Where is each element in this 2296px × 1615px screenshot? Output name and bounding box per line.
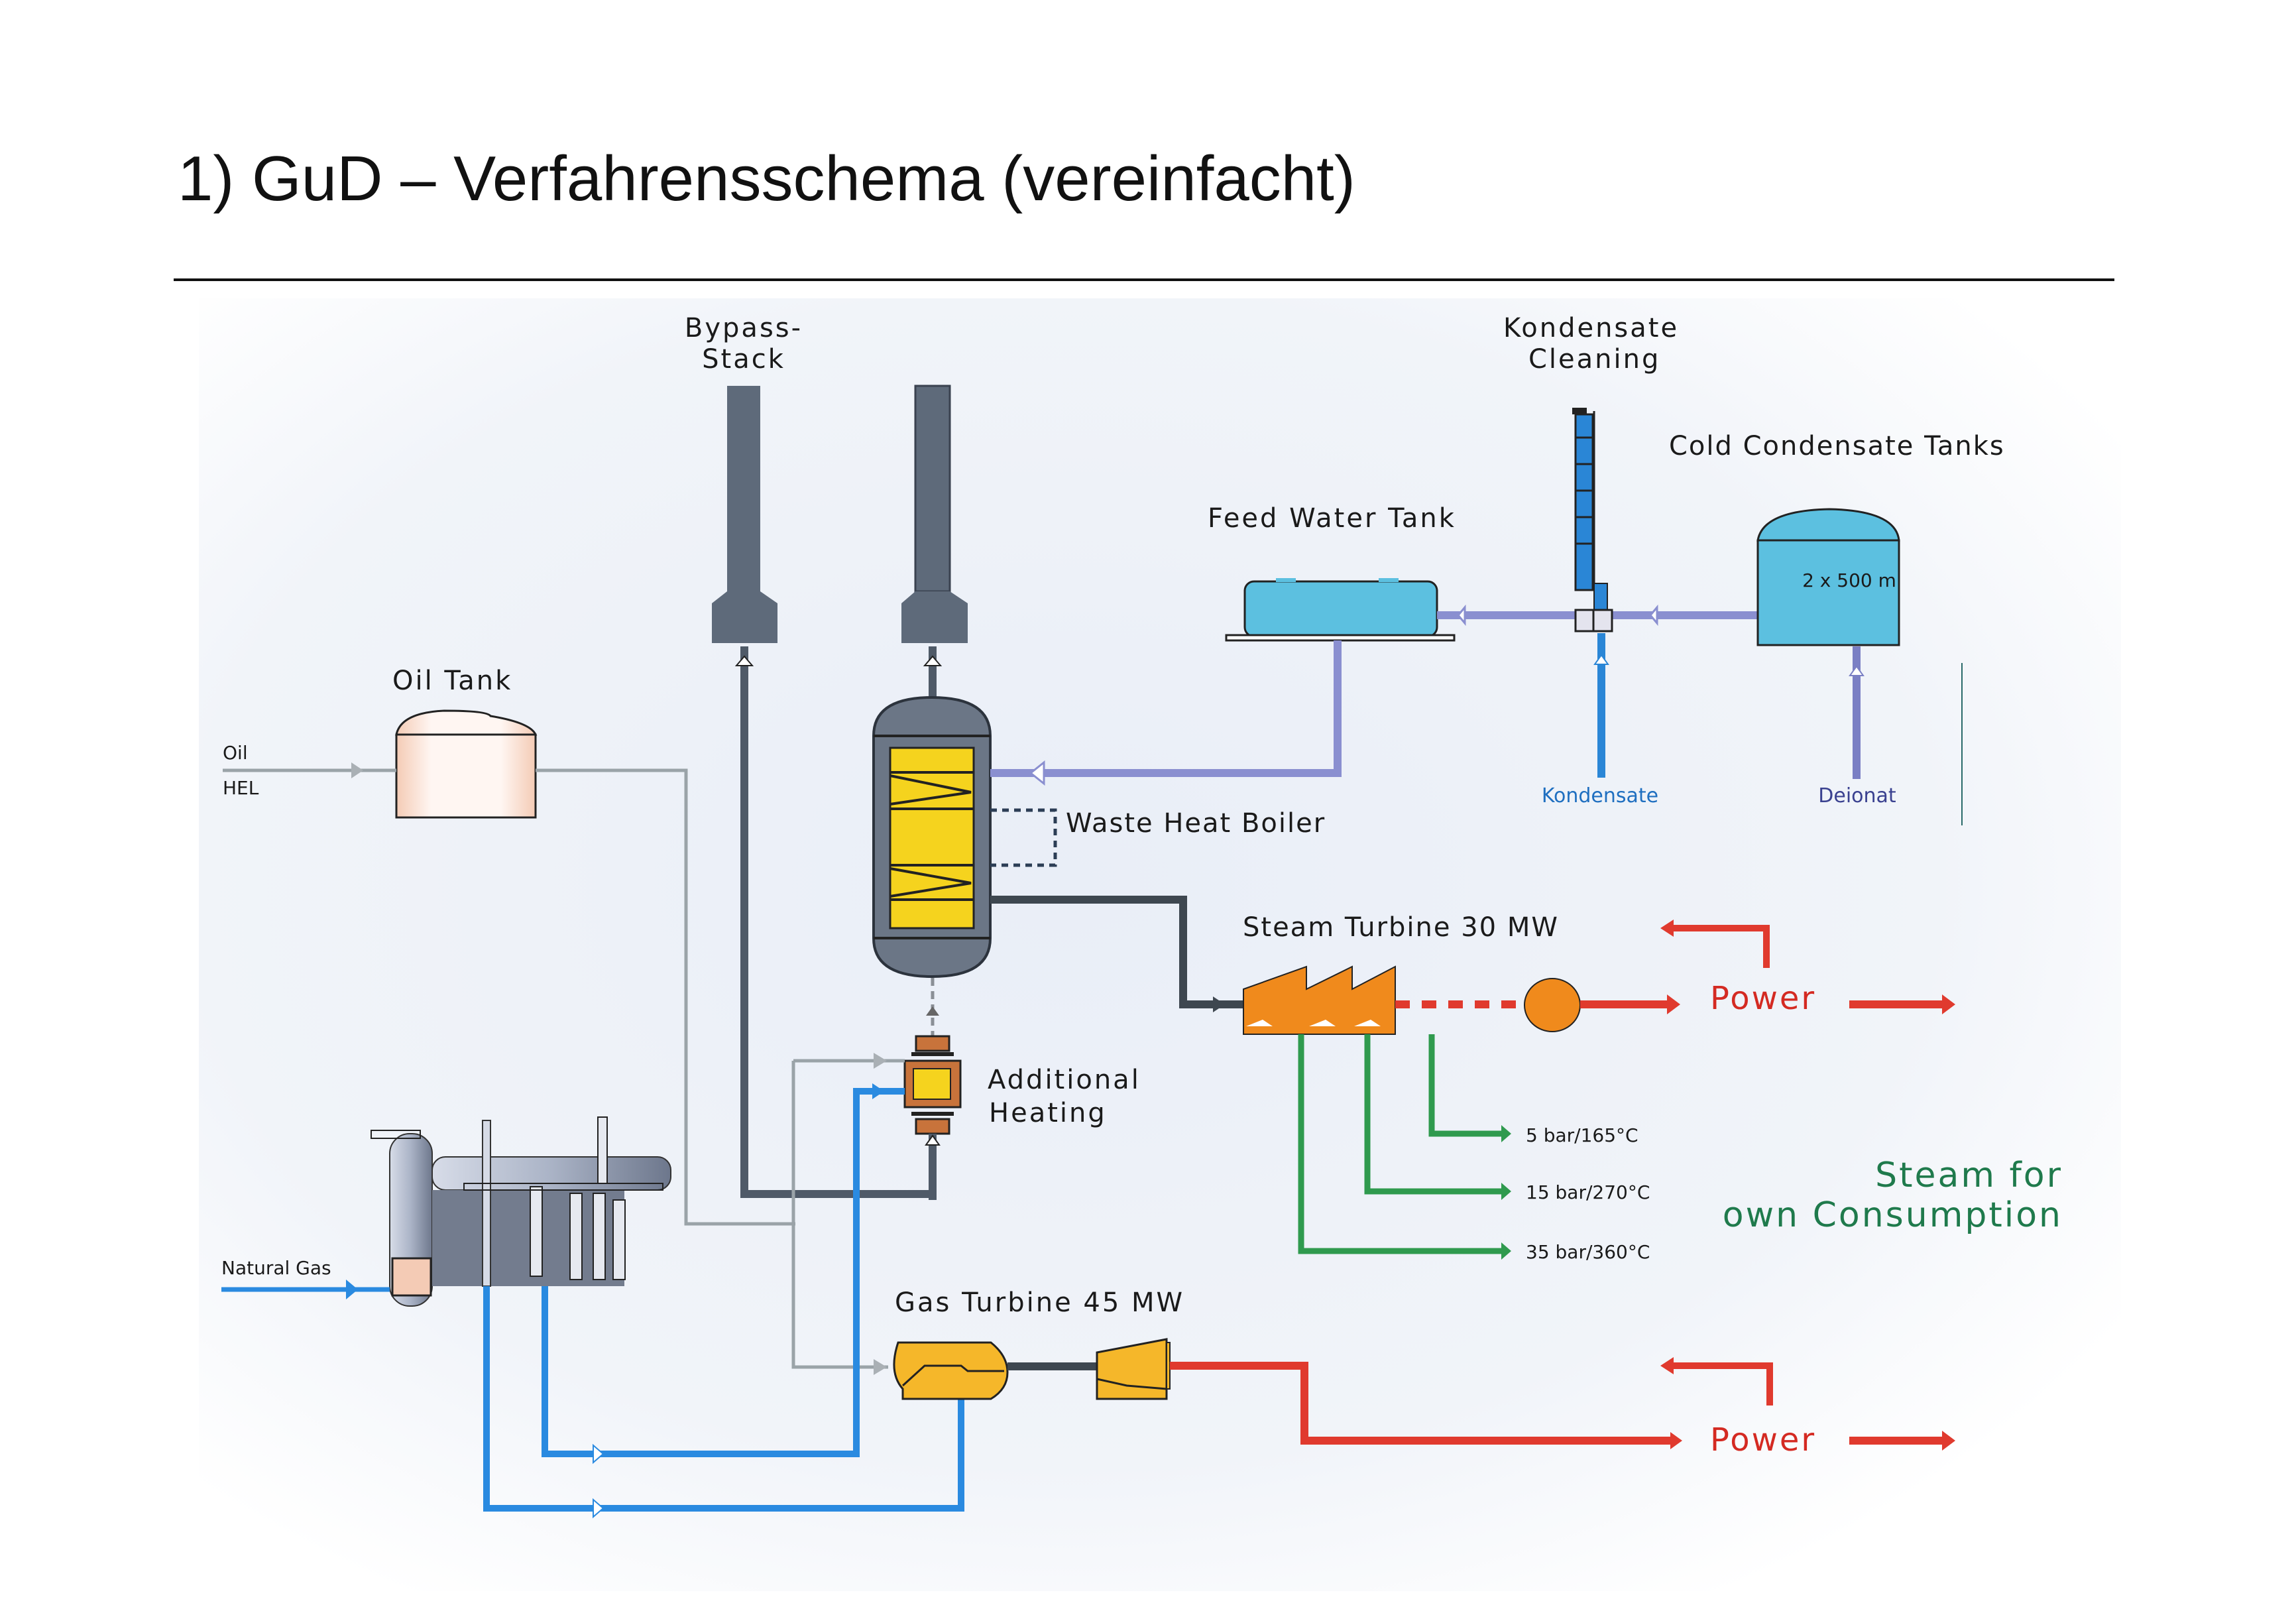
oil-input-label-bottom: HEL	[223, 777, 259, 799]
natural-gas-input-pipe	[221, 1280, 390, 1299]
bypass-stack	[712, 386, 777, 643]
kondensate-input-label: Kondensate	[1542, 784, 1658, 808]
flow-arrow-icon	[926, 1006, 939, 1016]
cold-condensate-tank	[1756, 508, 1900, 646]
gas-turbine-exhaust-pipe	[929, 1134, 937, 1200]
live-steam-pipe	[990, 896, 1243, 1012]
steam-own-consumption-line2: own Consumption	[1723, 1195, 2063, 1235]
waste-heat-boiler	[872, 695, 992, 979]
oil-tank-label: Oil Tank	[392, 666, 512, 696]
feed-water-tank	[1225, 578, 1456, 642]
deionat-input-pipe	[1849, 646, 1865, 779]
title-divider	[174, 278, 2114, 281]
steam-turbine	[1243, 965, 1396, 1035]
steam-turbine-label: Steam Turbine 30 MW	[1243, 912, 1559, 943]
kondensate-cleaning-label-line2: Cleaning	[1528, 344, 1660, 375]
cold-condensate-tanks-label: Cold Condensate Tanks	[1669, 431, 2005, 461]
deionat-input-label: Deionat	[1818, 784, 1896, 808]
waste-heat-boiler-label: Waste Heat Boiler	[1066, 808, 1326, 839]
page-title: 1) GuD – Verfahrensschema (vereinfacht)	[178, 143, 1355, 214]
bypass-stack-label-line1: Bypass-	[685, 313, 803, 343]
oil-tank	[395, 709, 538, 819]
additional-heating-label-line2: Heating	[989, 1098, 1107, 1128]
generator-icon	[1524, 978, 1581, 1032]
bypass-stack-label-line2: Stack	[702, 344, 785, 375]
gas-supply-pipes	[483, 1083, 964, 1519]
main-stack	[901, 385, 968, 643]
cold-tank-capacity-label: 2 x 500 m	[1802, 569, 1896, 591]
natural-gas-label: Natural Gas	[221, 1257, 331, 1279]
additional-heating-unit	[903, 1035, 962, 1135]
additional-heating-label-line1: Additional	[988, 1065, 1141, 1095]
feed-water-tank-label: Feed Water Tank	[1208, 503, 1456, 534]
steam-output-5bar: 5 bar/165°C	[1526, 1124, 1638, 1146]
oil-input-pipe	[223, 762, 396, 778]
gas-conditioning-station	[371, 1116, 671, 1307]
steam-extraction-5bar	[1428, 1034, 1511, 1142]
steam-extraction-35bar	[1298, 1034, 1511, 1260]
flow-arrow-icon	[925, 1134, 941, 1146]
steam-turbine-power-line	[1580, 920, 1955, 1014]
steam-extraction-15bar	[1364, 1034, 1511, 1200]
steam-output-15bar: 15 bar/270°C	[1526, 1181, 1650, 1203]
steam-own-consumption-line1: Steam for	[1875, 1156, 2063, 1195]
kondensate-input-pipe	[1593, 633, 1609, 778]
steam-turbine-power-label: Power	[1710, 980, 1816, 1017]
feedwater-pipe	[990, 640, 1342, 786]
steam-output-35bar: 35 bar/360°C	[1526, 1241, 1650, 1263]
gas-turbine	[893, 1338, 1171, 1400]
bypass-exhaust-pipe	[734, 646, 933, 1198]
gas-turbine-power-label: Power	[1710, 1421, 1816, 1459]
kondensate-cleaning-label-line1: Kondensate	[1503, 313, 1679, 343]
main-stack-pipe	[923, 646, 943, 699]
kondensate-cleaning-column	[1572, 408, 1613, 632]
gas-turbine-label: Gas Turbine 45 MW	[895, 1287, 1184, 1318]
gas-turbine-power-line	[1170, 1357, 1955, 1451]
oil-supply-pipe	[536, 768, 795, 1226]
oil-input-label-top: Oil	[223, 742, 248, 764]
